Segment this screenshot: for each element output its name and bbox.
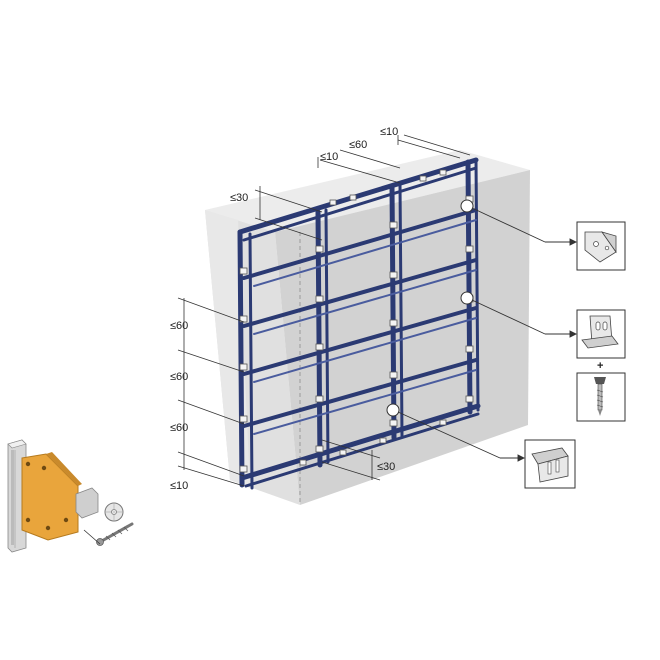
connector-clip-icon bbox=[531, 447, 569, 483]
callout-markers bbox=[386, 199, 474, 417]
bracket-clip bbox=[465, 395, 474, 403]
bracket-hole-icon bbox=[45, 525, 51, 531]
detail-plus-sign: + bbox=[597, 360, 603, 372]
wall-block bbox=[205, 150, 530, 505]
leader-lines bbox=[397, 207, 578, 462]
callout-circle bbox=[386, 403, 400, 417]
dim-left-le10: ≤10 bbox=[170, 480, 188, 492]
inset-bracket-detail bbox=[7, 439, 134, 553]
bracket-hole-icon bbox=[63, 517, 69, 523]
bracket-clip bbox=[315, 245, 324, 253]
bracket-clip bbox=[315, 295, 324, 303]
dim-left-le60-c: ≤60 bbox=[170, 422, 188, 434]
bracket-clip bbox=[239, 465, 248, 473]
frame-horizontal-rail bbox=[242, 258, 478, 328]
callout-circle bbox=[460, 199, 474, 213]
bracket-clip bbox=[439, 169, 447, 176]
bracket-clip bbox=[389, 371, 398, 379]
detail-box-screw bbox=[576, 372, 626, 422]
washer-icon bbox=[104, 502, 124, 522]
bracket-clip bbox=[349, 194, 357, 201]
bracket-clip bbox=[339, 449, 347, 456]
bracket-clip bbox=[419, 175, 427, 182]
bracket-clip bbox=[389, 271, 398, 279]
rail-stub-icon bbox=[75, 487, 99, 519]
dimension-lines bbox=[177, 134, 471, 487]
frame-inner-rail bbox=[253, 369, 477, 435]
bracket-clip bbox=[389, 221, 398, 229]
dim-top-le60: ≤60 bbox=[349, 139, 367, 151]
frame-horizontal-rail bbox=[242, 306, 478, 376]
angle-bracket-icon bbox=[584, 231, 617, 263]
frame-horizontal-rail bbox=[244, 412, 480, 488]
screw-anchor-icon bbox=[594, 377, 606, 416]
bracket-clip bbox=[239, 267, 248, 275]
detail-box-angle-bracket bbox=[576, 221, 626, 271]
bracket-clip bbox=[465, 345, 474, 353]
frame-horizontal-rail bbox=[242, 358, 478, 428]
inset-leader-line bbox=[83, 529, 101, 545]
dim-top-le10-right: ≤10 bbox=[380, 126, 398, 138]
bracket-clip bbox=[239, 415, 248, 423]
frame-vertical-profile bbox=[248, 232, 254, 490]
bracket-clip bbox=[439, 419, 447, 426]
frame-vertical-profile bbox=[474, 158, 480, 412]
dim-left-le60-b: ≤60 bbox=[170, 371, 188, 383]
bracket-clip bbox=[389, 319, 398, 327]
frame-horizontal-rail bbox=[242, 166, 478, 242]
dim-bottom-le30: ≤30 bbox=[377, 461, 395, 473]
orange-corner-bracket-icon bbox=[21, 452, 82, 541]
dim-left-le30: ≤30 bbox=[230, 192, 248, 204]
bracket-clip bbox=[315, 445, 324, 453]
aluminium-frame bbox=[237, 157, 481, 490]
bracket-clip bbox=[239, 363, 248, 371]
bracket-clip bbox=[329, 199, 337, 206]
detail-box-wall-bracket bbox=[576, 309, 626, 359]
frame-horizontal-rail bbox=[239, 403, 481, 481]
callout-circle bbox=[460, 291, 474, 305]
bracket-clip bbox=[465, 245, 474, 253]
bracket-hole-icon bbox=[41, 465, 47, 471]
bracket-clip bbox=[315, 343, 324, 351]
frame-horizontal-rail bbox=[237, 157, 479, 235]
detail-box-connector-clip bbox=[524, 439, 576, 489]
frame-inner-rail bbox=[253, 219, 477, 287]
screw-icon bbox=[96, 522, 134, 546]
bracket-hole-icon bbox=[25, 461, 31, 467]
frame-vertical-profile bbox=[398, 182, 404, 438]
frame-horizontal-rail bbox=[242, 208, 478, 280]
bracket-clip bbox=[379, 437, 387, 444]
bracket-clip bbox=[315, 395, 324, 403]
bracket-clip bbox=[389, 419, 398, 427]
frame-brackets bbox=[239, 169, 474, 473]
wall-bracket-icon bbox=[581, 315, 619, 349]
bracket-clip bbox=[299, 459, 307, 466]
bracket-hole-icon bbox=[25, 517, 31, 523]
frame-inner-rail bbox=[253, 269, 477, 335]
frame-inner-rail bbox=[253, 317, 477, 383]
dim-top-le10-left: ≤10 bbox=[320, 151, 338, 163]
frame-vertical-profile bbox=[324, 208, 330, 464]
dim-left-le60-a: ≤60 bbox=[170, 320, 188, 332]
